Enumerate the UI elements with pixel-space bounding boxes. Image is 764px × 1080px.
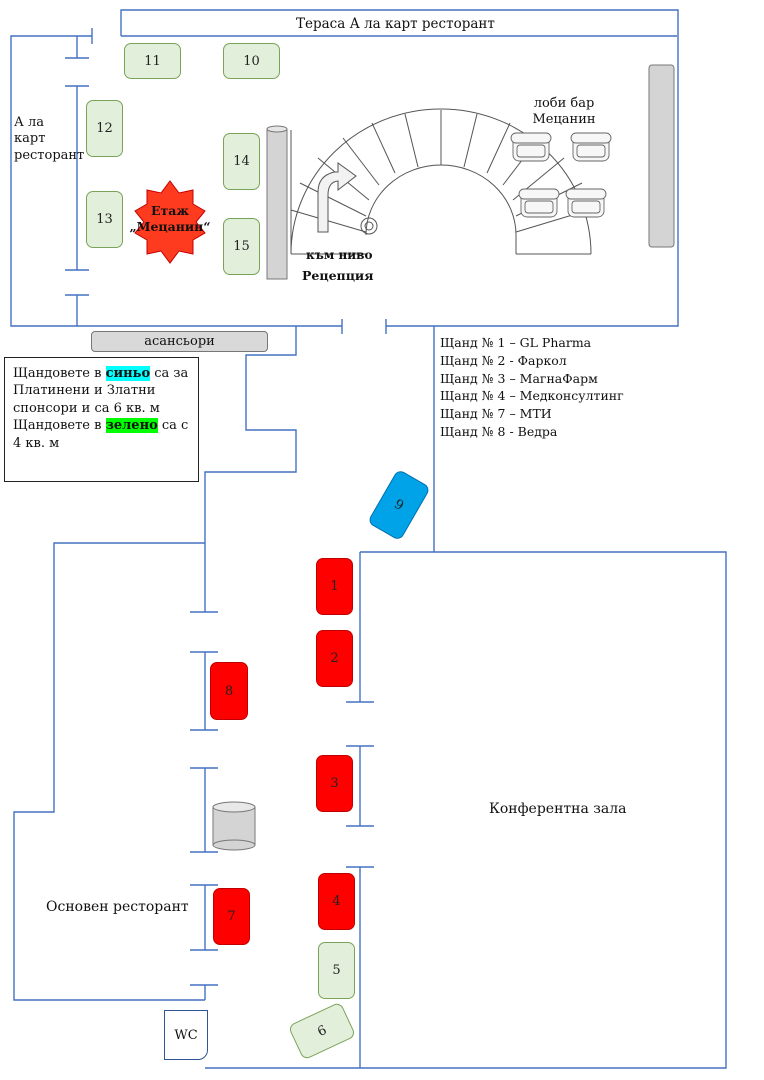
legend-line1-pre: Щандовете в xyxy=(13,366,106,381)
booth-2[interactable]: 2 xyxy=(316,630,353,687)
bar-counter xyxy=(648,64,675,248)
booth-8[interactable]: 8 xyxy=(210,662,248,720)
wc-label: WC xyxy=(164,1010,208,1060)
legend-line1-post: са за Платинени и Златни спонсори и са 6… xyxy=(13,366,189,416)
legend-line2-post: са с 4 кв. м xyxy=(13,418,189,451)
column-icon xyxy=(266,125,288,280)
staircase-icon xyxy=(290,108,592,255)
stand-list-item: Щанд № 7 – МТИ xyxy=(440,406,552,422)
stands-list: Щанд № 1 – GL Pharma Щанд № 2 - Фаркол Щ… xyxy=(440,334,624,441)
floor-star-label: Етаж „Мецанин“ xyxy=(129,203,211,234)
main-restaurant-label: Основен ресторант xyxy=(46,899,189,915)
legend-line2-pre: Щандовете в xyxy=(13,418,106,434)
booth-1[interactable]: 1 xyxy=(316,558,353,615)
stand-list-item: Щанд № 8 - Ведра xyxy=(440,423,558,439)
legend-blue-highlight: синьо xyxy=(105,366,151,381)
to-level-label: към ниво xyxy=(306,248,373,262)
floor-star-icon xyxy=(134,180,206,264)
stand-list-item: Щанд № 4 – Медконсултинг xyxy=(440,388,624,404)
booth-7[interactable]: 7 xyxy=(213,888,250,945)
stand-list-item: Щанд № 1 – GL Pharma xyxy=(440,335,592,350)
legend-box: Щандовете в синьо са за Платинени и Злат… xyxy=(4,357,199,482)
stand-list-item: Щанд № 2 - Фаркол xyxy=(440,352,567,368)
booth-4[interactable]: 4 xyxy=(318,873,355,930)
arrow-up-icon xyxy=(317,162,357,233)
booth-12[interactable]: 12 xyxy=(86,100,123,157)
elevators-label: асансьори xyxy=(91,331,268,352)
booth-11[interactable]: 11 xyxy=(124,43,181,79)
armchair-icons xyxy=(510,132,612,218)
booth-15[interactable]: 15 xyxy=(223,218,260,275)
booth-3[interactable]: 3 xyxy=(316,755,353,812)
legend-green-highlight: зелено xyxy=(105,418,158,434)
booth-13[interactable]: 13 xyxy=(86,191,123,248)
lobby-bar-label: лоби бар Мецанин xyxy=(532,96,596,128)
cylinder-icon xyxy=(212,801,256,851)
terrace-label: Тераса А ла карт ресторант xyxy=(296,16,495,32)
a-la-carte-label: А ла карт ресторант xyxy=(14,115,85,163)
booth-5[interactable]: 5 xyxy=(318,942,355,999)
conference-hall-label: Конферентна зала xyxy=(489,801,627,817)
booth-14[interactable]: 14 xyxy=(223,133,260,190)
reception-label: Рецепция xyxy=(302,268,374,283)
stand-list-item: Щанд № 3 – МагнаФарм xyxy=(440,370,598,386)
booth-10[interactable]: 10 xyxy=(223,43,280,79)
